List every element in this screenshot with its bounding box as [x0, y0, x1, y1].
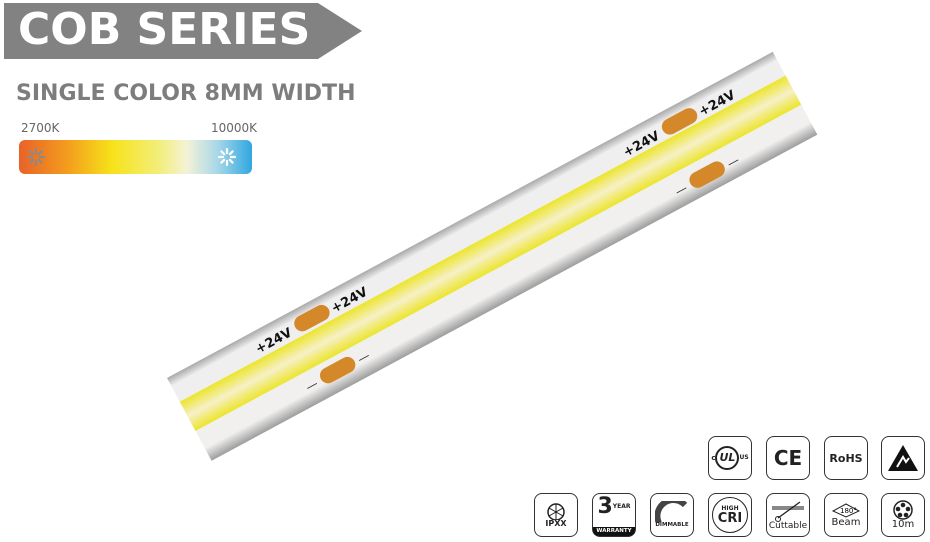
ul-certification-icon: c UL US: [708, 436, 752, 480]
color-temperature-bar: [19, 140, 252, 174]
color-temp-min-label: 2700K: [21, 121, 60, 135]
negative-label: —: [673, 181, 690, 199]
beam-angle-icon: 180° Beam: [824, 493, 868, 537]
strip-cob-light-band: [179, 75, 802, 431]
negative-label: —: [355, 348, 372, 366]
color-temp-max-label: 10000K: [211, 121, 258, 135]
page-title: COB SERIES: [18, 4, 311, 55]
dimmable-icon: DIMMABLE: [650, 493, 694, 537]
svg-text:180°: 180°: [840, 507, 857, 515]
negative-label: —: [725, 153, 742, 171]
solder-pad-positive: [661, 108, 698, 135]
ce-mark-icon: CE: [766, 436, 810, 480]
page-subtitle: SINGLE COLOR 8MM WIDTH: [16, 81, 356, 106]
rohs-icon: RoHS: [824, 436, 868, 480]
high-cri-icon: HIGH CRI: [708, 493, 752, 537]
warm-light-icon: [27, 148, 45, 166]
esd-warning-icon: [881, 436, 925, 480]
solder-pad-negative: [319, 356, 356, 384]
cool-light-icon: [218, 148, 236, 166]
cuttable-icon: Cuttable: [766, 493, 810, 537]
ip-rating-icon: IPXX: [534, 493, 578, 537]
negative-label: —: [303, 376, 320, 394]
solder-pad-positive: [294, 304, 330, 332]
title-banner: [4, 3, 362, 59]
reel-length-icon: 10m: [881, 493, 925, 537]
solder-pad-negative: [689, 161, 725, 188]
